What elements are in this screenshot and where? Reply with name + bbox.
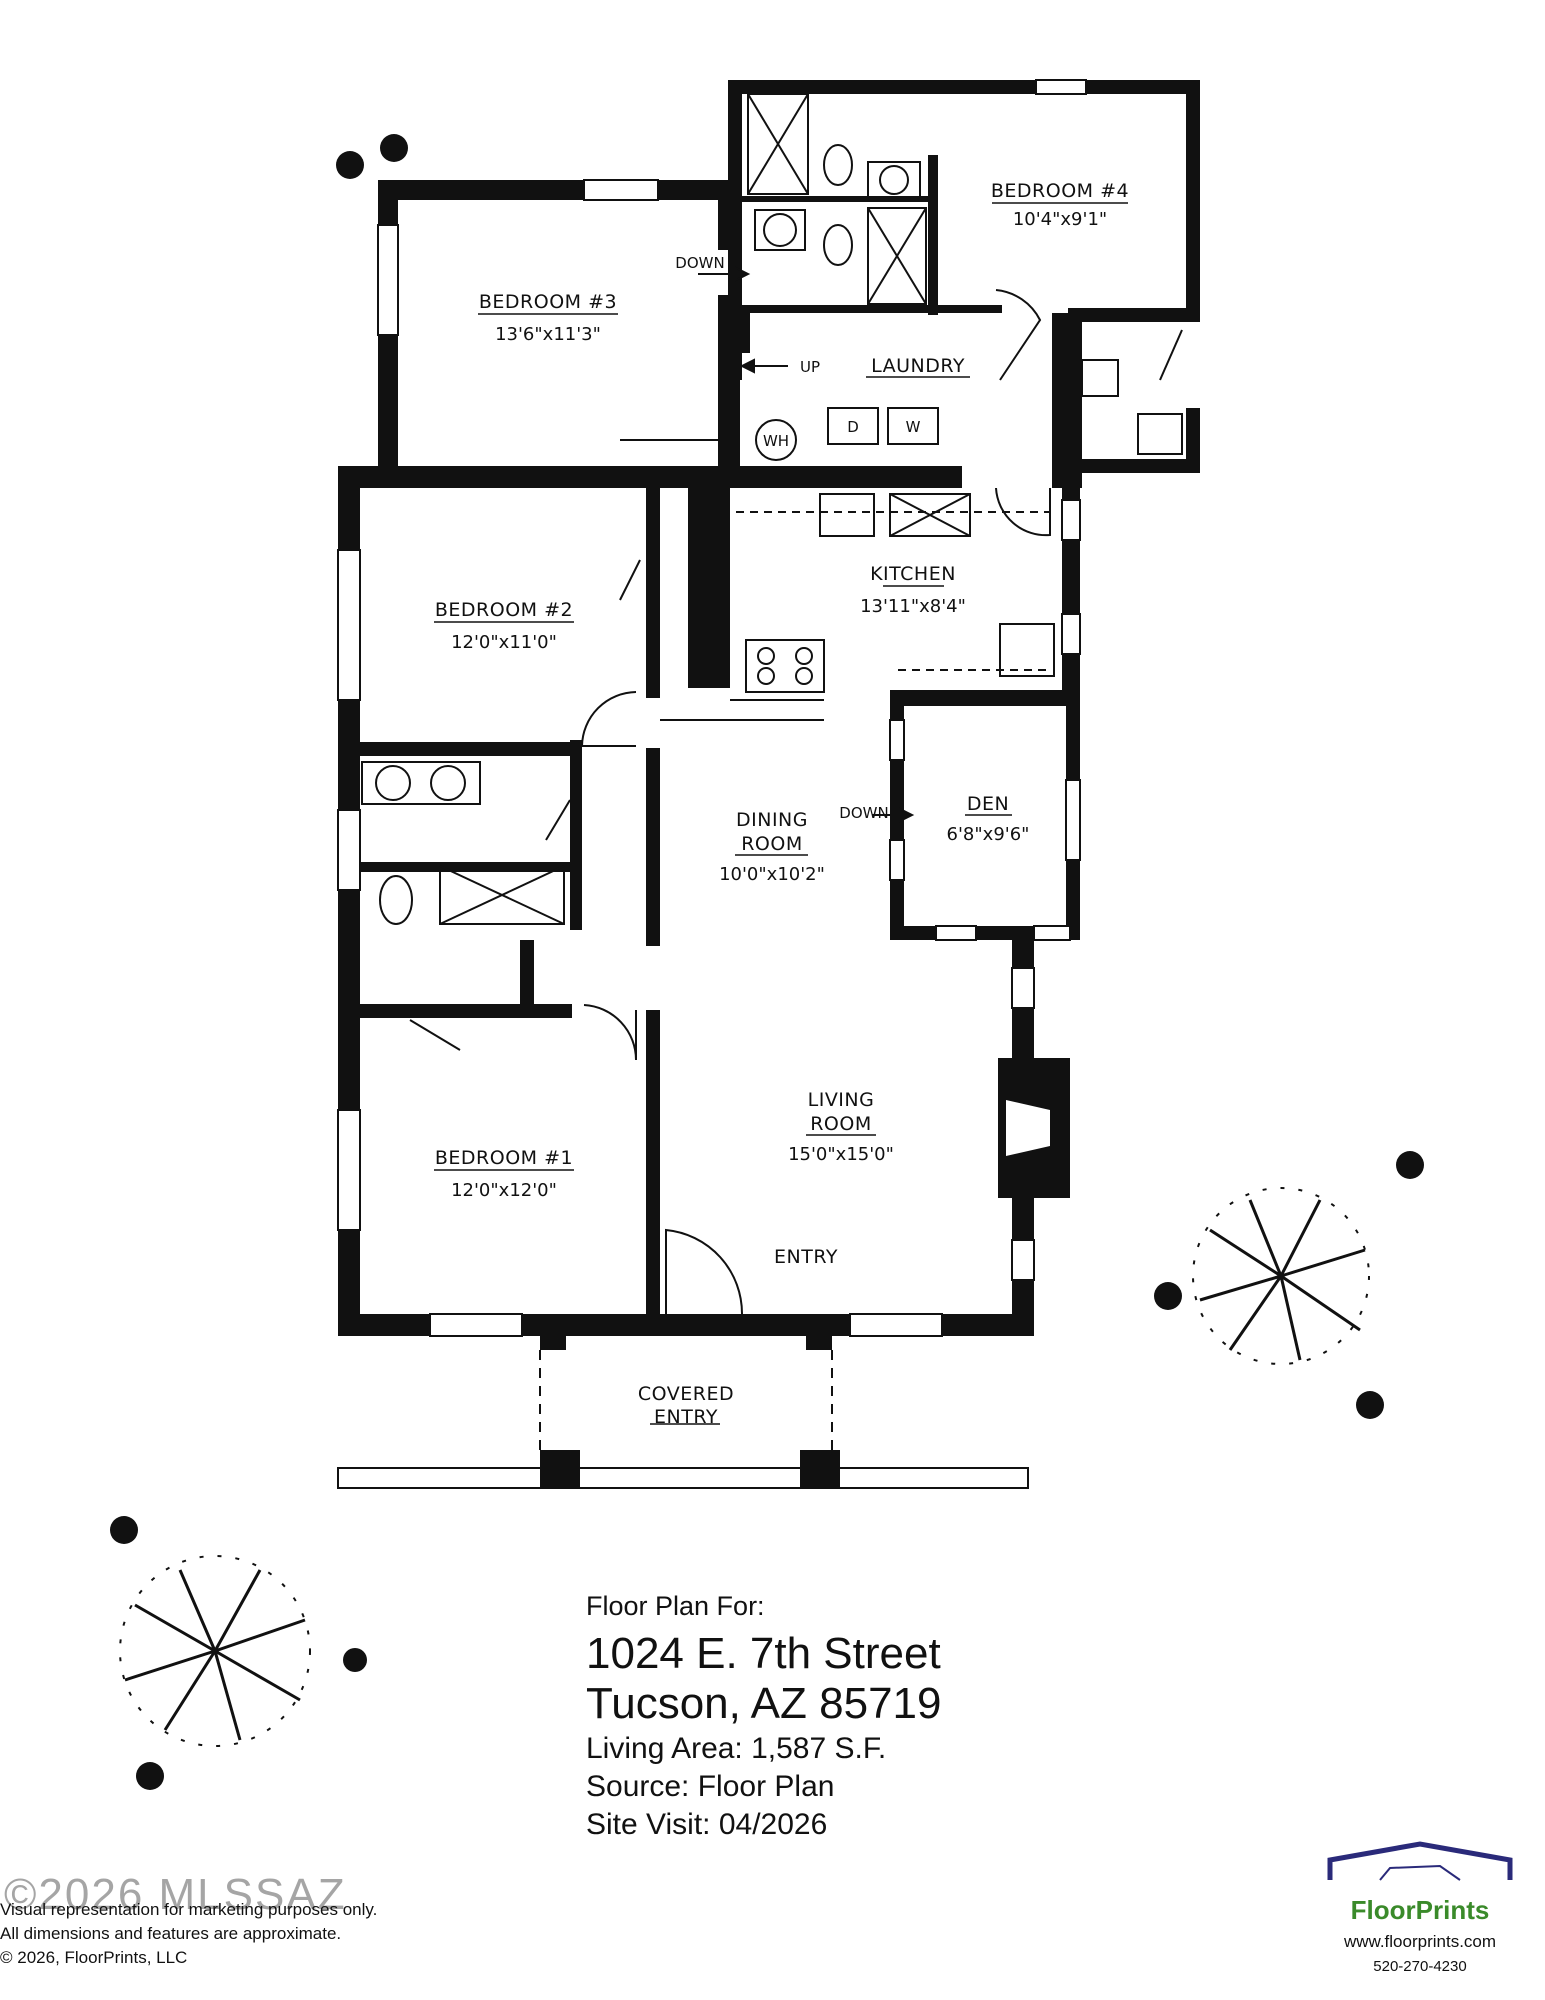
watermark: ©2026 MLSSAZ [4,1870,347,1919]
washer-label: W [906,418,921,436]
bedroom1-label: BEDROOM #1 [435,1147,573,1169]
bedroom2-size: 12'0"x11'0" [451,632,557,653]
brand-phone: 520-270-4230 [1373,1958,1467,1975]
bedroom3-label: BEDROOM #3 [479,291,617,313]
shrub-icon [110,134,1424,1790]
dryer-label: D [847,418,859,436]
bedroom4-size: 10'4"x9'1" [1013,209,1107,230]
floorprints-brand: FloorPrints www.floorprints.com 520-270-… [1300,1840,1540,1975]
dining-label-2: ROOM [741,833,803,855]
kitchen-size: 13'11"x8'4" [860,596,966,617]
brand-name: FloorPrints [1350,1895,1490,1925]
dining-size: 10'0"x10'2" [719,864,825,885]
arrows [698,266,915,823]
brand-url[interactable]: www.floorprints.com [1343,1932,1497,1951]
address-line-1: 1024 E. 7th Street [586,1629,941,1678]
bedroom3-size: 13'6"x11'3" [495,324,601,345]
floorprints-logo-icon [1327,1841,1513,1881]
water-heater-label: WH [763,432,789,450]
den-label: DEN [967,793,1009,815]
kitchen-label: KITCHEN [870,563,956,585]
den-size: 6'8"x9'6" [947,824,1030,845]
dining-label-1: DINING [736,809,808,831]
down-marker-stairs: DOWN [675,254,724,272]
living-size: 15'0"x15'0" [788,1144,894,1165]
label-underlines [434,202,1128,1425]
disclaimer-line-2: All dimensions and features are approxim… [0,1924,342,1943]
bedroom2-label: BEDROOM #2 [435,599,573,621]
site-visit: Site Visit: 04/2026 [586,1808,828,1841]
up-marker: UP [800,358,820,376]
windows [337,79,1087,1337]
property-info: Floor Plan For: 1024 E. 7th Street Tucso… [586,1593,941,1840]
disclaimer-line-3: © 2026, FloorPrints, LLC [0,1948,188,1967]
fixtures [361,93,1183,925]
living-label-1: LIVING [808,1089,875,1111]
tree-icon [119,1187,1370,1747]
disclaimer: Visual representation for marketing purp… [0,1898,377,1970]
covered-entry-label-2: ENTRY [654,1406,718,1428]
bedroom4-label: BEDROOM #4 [991,180,1129,202]
disclaimer-line-1: Visual representation for marketing purp… [0,1900,378,1919]
living-label-2: ROOM [810,1113,872,1135]
address-line-2: Tucson, AZ 85719 [586,1679,942,1728]
living-area: Living Area: 1,587 S.F. [586,1732,887,1765]
bedroom1-size: 12'0"x12'0" [451,1180,557,1201]
info-prefix: Floor Plan For: [586,1591,765,1621]
down-marker-den: DOWN [839,804,888,822]
entry-label: ENTRY [774,1246,838,1268]
porch-outline [337,1350,1029,1489]
source: Source: Floor Plan [586,1770,835,1803]
doors [409,289,1183,1315]
covered-entry-label-1: COVERED [638,1383,734,1405]
laundry-label: LAUNDRY [871,355,965,377]
